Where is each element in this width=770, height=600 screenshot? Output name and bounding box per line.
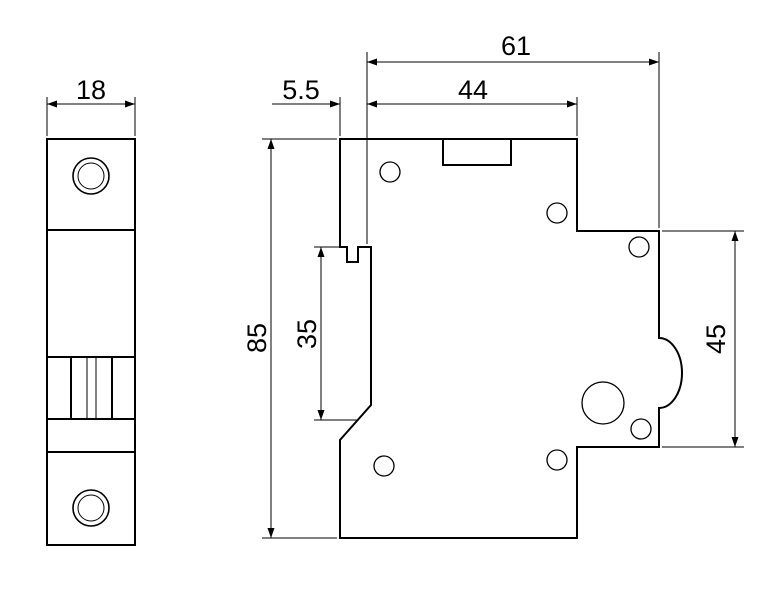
dimension-body-width: 44 <box>367 75 578 136</box>
dimension-label-overall-width: 61 <box>501 31 531 61</box>
dimension-overall-height: 85 <box>242 138 337 539</box>
dimension-terminal-height: 45 <box>662 230 744 448</box>
dimension-width-front: 18 <box>46 75 136 136</box>
dimension-label-overall-height: 85 <box>242 323 272 353</box>
side-view-outline <box>339 138 683 539</box>
dimension-label-width-front: 18 <box>76 75 106 105</box>
dimension-label-terminal-height: 45 <box>701 324 731 354</box>
front-view-body <box>46 138 136 546</box>
rivet-hole-4-icon <box>630 418 652 440</box>
rivet-hole-3-icon <box>628 236 650 258</box>
rivet-hole-5-icon <box>546 449 568 471</box>
dimension-offset: 5.5 <box>272 75 341 136</box>
dimension-label-offset: 5.5 <box>282 75 320 105</box>
side-view: 61 44 5.5 85 35 <box>242 31 744 539</box>
dimension-label-body-width: 44 <box>458 75 488 105</box>
rivet-hole-1-icon <box>379 161 401 183</box>
dimension-rail-slot-height: 35 <box>292 246 358 421</box>
rivet-hole-2-icon <box>546 202 568 224</box>
terminal-screw-bottom-icon <box>72 489 110 527</box>
dimension-overall-width: 61 <box>366 31 660 244</box>
front-view: 18 <box>46 75 136 546</box>
terminal-screw-top-icon <box>72 157 110 195</box>
knob-hole-icon <box>581 381 625 425</box>
toggle-handle <box>70 356 113 420</box>
rivet-hole-6-icon <box>373 455 395 477</box>
dimension-label-rail-slot-height: 35 <box>292 319 322 349</box>
